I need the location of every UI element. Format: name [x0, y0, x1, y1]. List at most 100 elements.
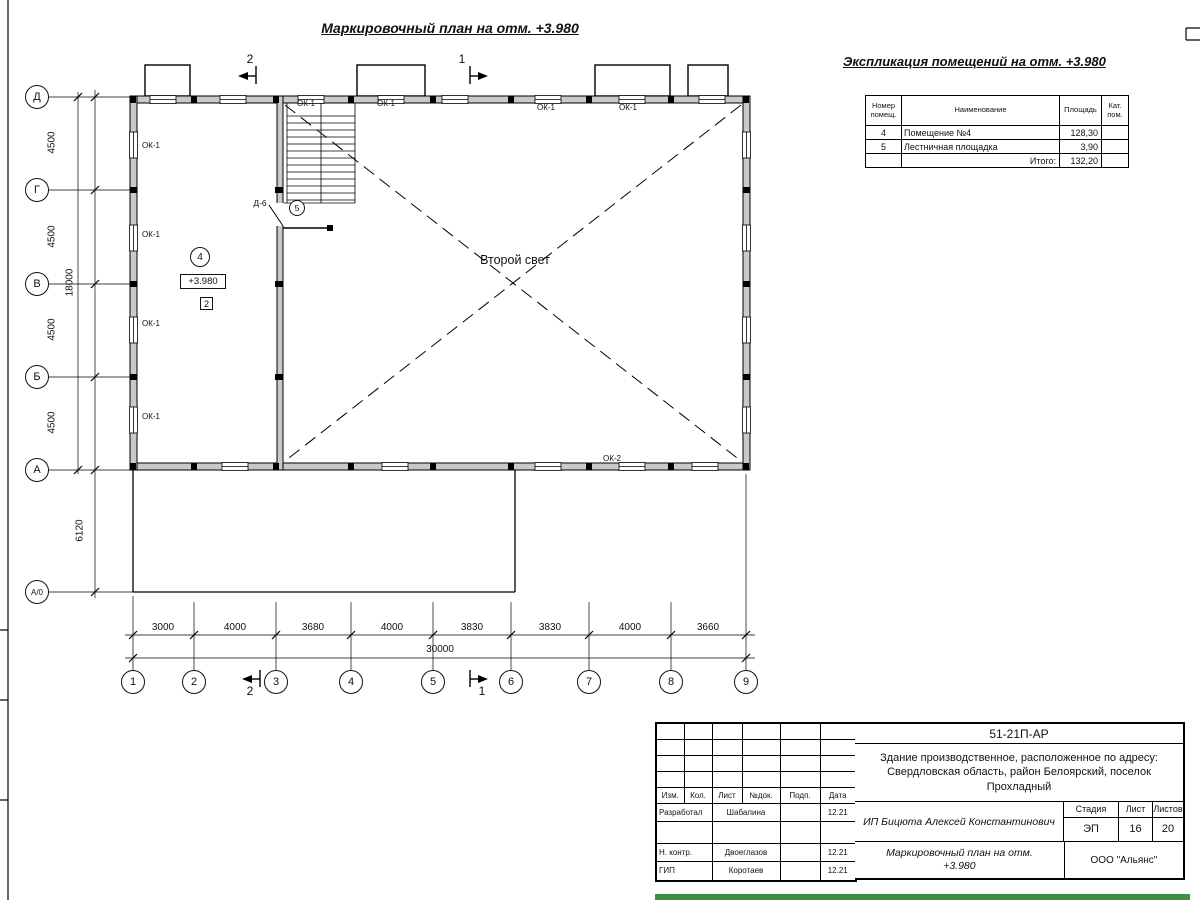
dim-row-total: 18000 [64, 268, 76, 297]
window-label-ok1: ОК-1 [142, 141, 160, 150]
room4-number: 4 [197, 251, 203, 263]
explication-table: Номер помещ. Наименование Площадь Кат. п… [865, 95, 1129, 168]
axis-row-circle-d: Д [25, 85, 49, 109]
axis-row-circle-a0: А/0 [25, 580, 49, 604]
window-label-ok2: ОК-2 [603, 454, 621, 463]
window-label-ok1: ОК-1 [377, 99, 395, 108]
axis-col-label: 5 [429, 676, 437, 688]
zone-mark: 2 [200, 297, 213, 310]
name-developed: Шабалина [711, 802, 781, 822]
window-symbols [129, 95, 751, 471]
room4-circle: 4 [190, 247, 210, 267]
stage-value: ЭП [1064, 817, 1119, 841]
axis-col-circle-5: 5 [421, 670, 445, 694]
object-description: Здание производственное, расположенное п… [855, 744, 1183, 802]
date-gip: 12.21 [819, 860, 857, 882]
axis-lines [48, 96, 133, 593]
dimension-lines [73, 90, 755, 670]
explication-total-row: Итого: 132,20 [865, 153, 1129, 168]
window-label-ok1: ОК-1 [142, 230, 160, 239]
axis-row-label: Г [34, 184, 40, 196]
date-ncontr: 12.21 [819, 842, 857, 862]
name-ncontr: Двоеглазов [711, 842, 781, 862]
cell-num [865, 153, 902, 168]
axis-row-label: Б [33, 371, 41, 383]
window-label-ok1: ОК-1 [619, 103, 637, 112]
bottom-green-bar [655, 894, 1190, 900]
dim-col: 3000 [151, 622, 175, 633]
column-marks [130, 96, 750, 470]
explication-row: 5 Лестничная площадка 3,90 [865, 139, 1129, 154]
stage-header-row: Стадия Лист Листов [1064, 802, 1183, 818]
signature-row-ncontr: Н. контр. Двоеглазов 12.21 [655, 842, 857, 862]
dim-row: 4500 [46, 131, 58, 154]
dim-col: 4000 [380, 622, 404, 633]
title-company-row: Маркировочный план на отм. +3.980 ООО "А… [855, 842, 1183, 878]
dim-row: 4500 [46, 225, 58, 248]
dim-col-total: 30000 [426, 644, 454, 655]
dim-col: 4000 [223, 622, 247, 633]
sheets-value: 20 [1161, 823, 1175, 836]
cell-num: 4 [865, 125, 902, 140]
stage-values-row: ЭП 16 20 [1064, 817, 1183, 841]
second-light-label: Второй свет [480, 253, 550, 267]
total-value: 132,20 [1059, 153, 1102, 168]
dim-col: 3830 [538, 622, 562, 633]
titleblock-main: 51-21П-АР Здание производственное, распо… [855, 722, 1185, 880]
section-mark-2-top: 2 [246, 52, 254, 66]
cell-cat [1101, 153, 1129, 168]
elevation-mark: +3.980 [180, 274, 226, 289]
doc-code: 51-21П-АР [855, 724, 1183, 744]
role-ncontr: Н. контр. [655, 842, 713, 862]
dim-row-below: 6120 [74, 519, 86, 542]
explication-row: 4 Помещение №4 128,30 [865, 125, 1129, 140]
revision-header-row: Изм. Кол. Лист №док. Подп. Дата [655, 786, 857, 804]
cell-area: 128,30 [1059, 125, 1102, 140]
axis-col-label: 8 [667, 676, 675, 688]
axis-col-circle-2: 2 [182, 670, 206, 694]
axis-row-label: А/0 [30, 587, 43, 597]
axis-col-circle-3: 3 [264, 670, 288, 694]
signature-row-developed: Разработал Шабалина 12.21 [655, 802, 857, 822]
stage-label: Стадия [1064, 802, 1119, 817]
axis-col-label: 6 [507, 676, 515, 688]
sheet-label: Лист [1119, 802, 1153, 817]
window-label-ok1: ОК-1 [142, 412, 160, 421]
section-mark-1-top: 1 [458, 52, 466, 66]
sheet-value: 16 [1119, 817, 1153, 841]
roof-outlines [144, 64, 729, 97]
axis-row-circle-a: А [25, 458, 49, 482]
dim-row: 4500 [46, 318, 58, 341]
revision-empty-row [655, 754, 857, 772]
axis-row-label: В [33, 278, 41, 290]
lower-extension-outline [132, 470, 516, 593]
axis-col-circle-1: 1 [121, 670, 145, 694]
dim-row: 4500 [46, 411, 58, 434]
axis-col-label: 2 [190, 676, 198, 688]
cell-area: 3,90 [1059, 139, 1102, 154]
window-label-ok1: ОК-1 [537, 103, 555, 112]
room5-number: 5 [294, 203, 300, 213]
titleblock-revision-table: Изм. Кол. Лист №док. Подп. Дата Разработ… [655, 722, 857, 882]
door-label: Д-6 [253, 198, 267, 208]
signature-cell [779, 860, 821, 882]
cell-cat [1101, 125, 1129, 140]
cell-num: 5 [865, 139, 902, 154]
axis-col-label: 9 [742, 676, 750, 688]
section-mark-2-bottom: 2 [246, 684, 254, 698]
revision-empty-row [655, 722, 857, 740]
client-name: ИП Бицюта Алексей Константинович [855, 802, 1064, 841]
role-developed: Разработал [655, 802, 713, 822]
window-label-ok1: ОК-1 [297, 99, 315, 108]
hdr-data: Дата [819, 786, 857, 804]
signature-cell [779, 842, 821, 862]
cell-name: Лестничная площадка [901, 139, 1060, 154]
section-arrows [238, 66, 488, 687]
revision-empty-row [655, 738, 857, 756]
axis-row-circle-g: Г [25, 178, 49, 202]
titleblock-drawing-title: Маркировочный план на отм. +3.980 [855, 842, 1065, 878]
dim-col: 4000 [618, 622, 642, 633]
col-header-area: Площадь [1059, 95, 1102, 126]
